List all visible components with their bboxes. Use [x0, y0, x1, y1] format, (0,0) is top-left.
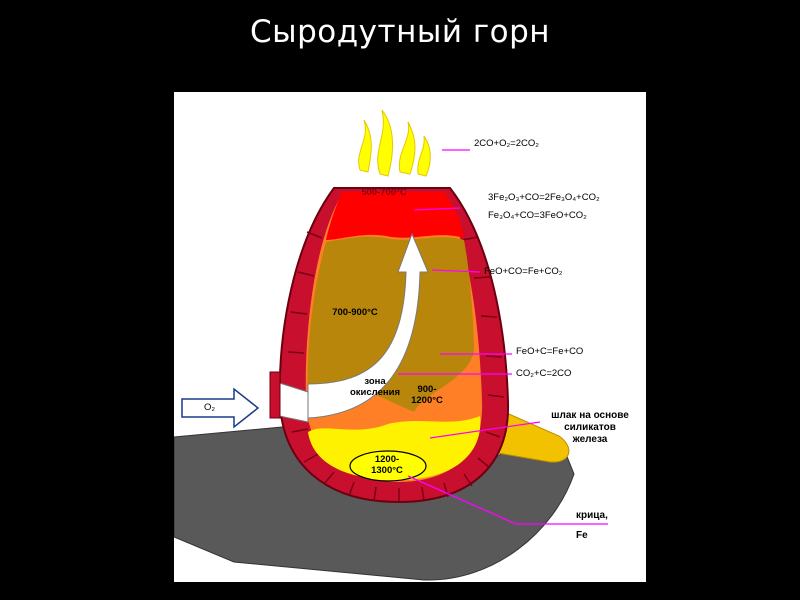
slag-label: шлак на основе силикатов железа — [538, 410, 642, 446]
temp-zone-bottom-line1: 1200- — [374, 454, 400, 465]
furnace-illustration — [174, 109, 608, 581]
temp-zone-upper: 700-900°C — [332, 307, 378, 318]
reaction-5: FeO+C=Fe+CO — [516, 346, 584, 357]
oxidation-zone-line1: зона — [364, 376, 386, 387]
temp-zone-bottom-line2: 1300°C — [371, 465, 403, 477]
pointer-line-7 — [407, 475, 517, 525]
temp-zone-top: 500-700°C — [361, 187, 407, 198]
oxidation-zone-line2: окисления — [350, 387, 400, 399]
temp-zone-bottom: 1200- 1300°C — [360, 454, 414, 477]
brick-joints — [287, 231, 505, 502]
temp-zone-middle: 900- 1200°C — [406, 384, 448, 407]
pointer-line-3 — [431, 269, 481, 273]
slag-label-line2: силикатов — [564, 422, 616, 433]
slide-title: Сыродутный горн — [249, 14, 551, 50]
reaction-3: Fe₃O₄+CO=3FeO+CO₂ — [488, 210, 587, 221]
bloom-label: крица, Fe — [576, 510, 608, 542]
furnace-diagram: 500-700°C 700-900°C 900- 1200°C 1200- 13… — [174, 92, 646, 582]
oxygen-label: O₂ — [204, 402, 216, 413]
hot-top-zone — [326, 192, 464, 240]
bloom-label-line2: Fe — [576, 530, 588, 541]
slag-label-line3: железа — [572, 434, 608, 445]
pointer-line-2 — [413, 207, 461, 211]
reaction-2: 3Fe₂O₃+CO=2Fe₃O₄+CO₂ — [488, 192, 600, 203]
reaction-6: CO₂+C=2CO — [516, 368, 572, 379]
oxidation-zone-label: зона окисления — [342, 376, 408, 399]
temp-zone-middle-line1: 900- — [417, 384, 437, 395]
pointer-line-6 — [429, 421, 541, 439]
bloom-label-line1: крица, — [576, 510, 608, 521]
air-flow-arrow — [307, 232, 429, 419]
ore-zone — [307, 236, 474, 412]
bloom — [349, 450, 427, 482]
tuyere-brick — [269, 371, 281, 419]
flame-icon — [358, 109, 431, 177]
reaction-1: 2CO+O₂=2CO₂ — [474, 138, 539, 149]
temp-zone-middle-line2: 1200°C — [411, 395, 443, 407]
oxygen-input-arrow[interactable] — [181, 387, 260, 429]
slag-label-line1: шлак на основе — [551, 410, 629, 421]
reaction-4: FeO+CO=Fe+CO₂ — [484, 266, 563, 277]
pointer-lines — [398, 149, 608, 525]
